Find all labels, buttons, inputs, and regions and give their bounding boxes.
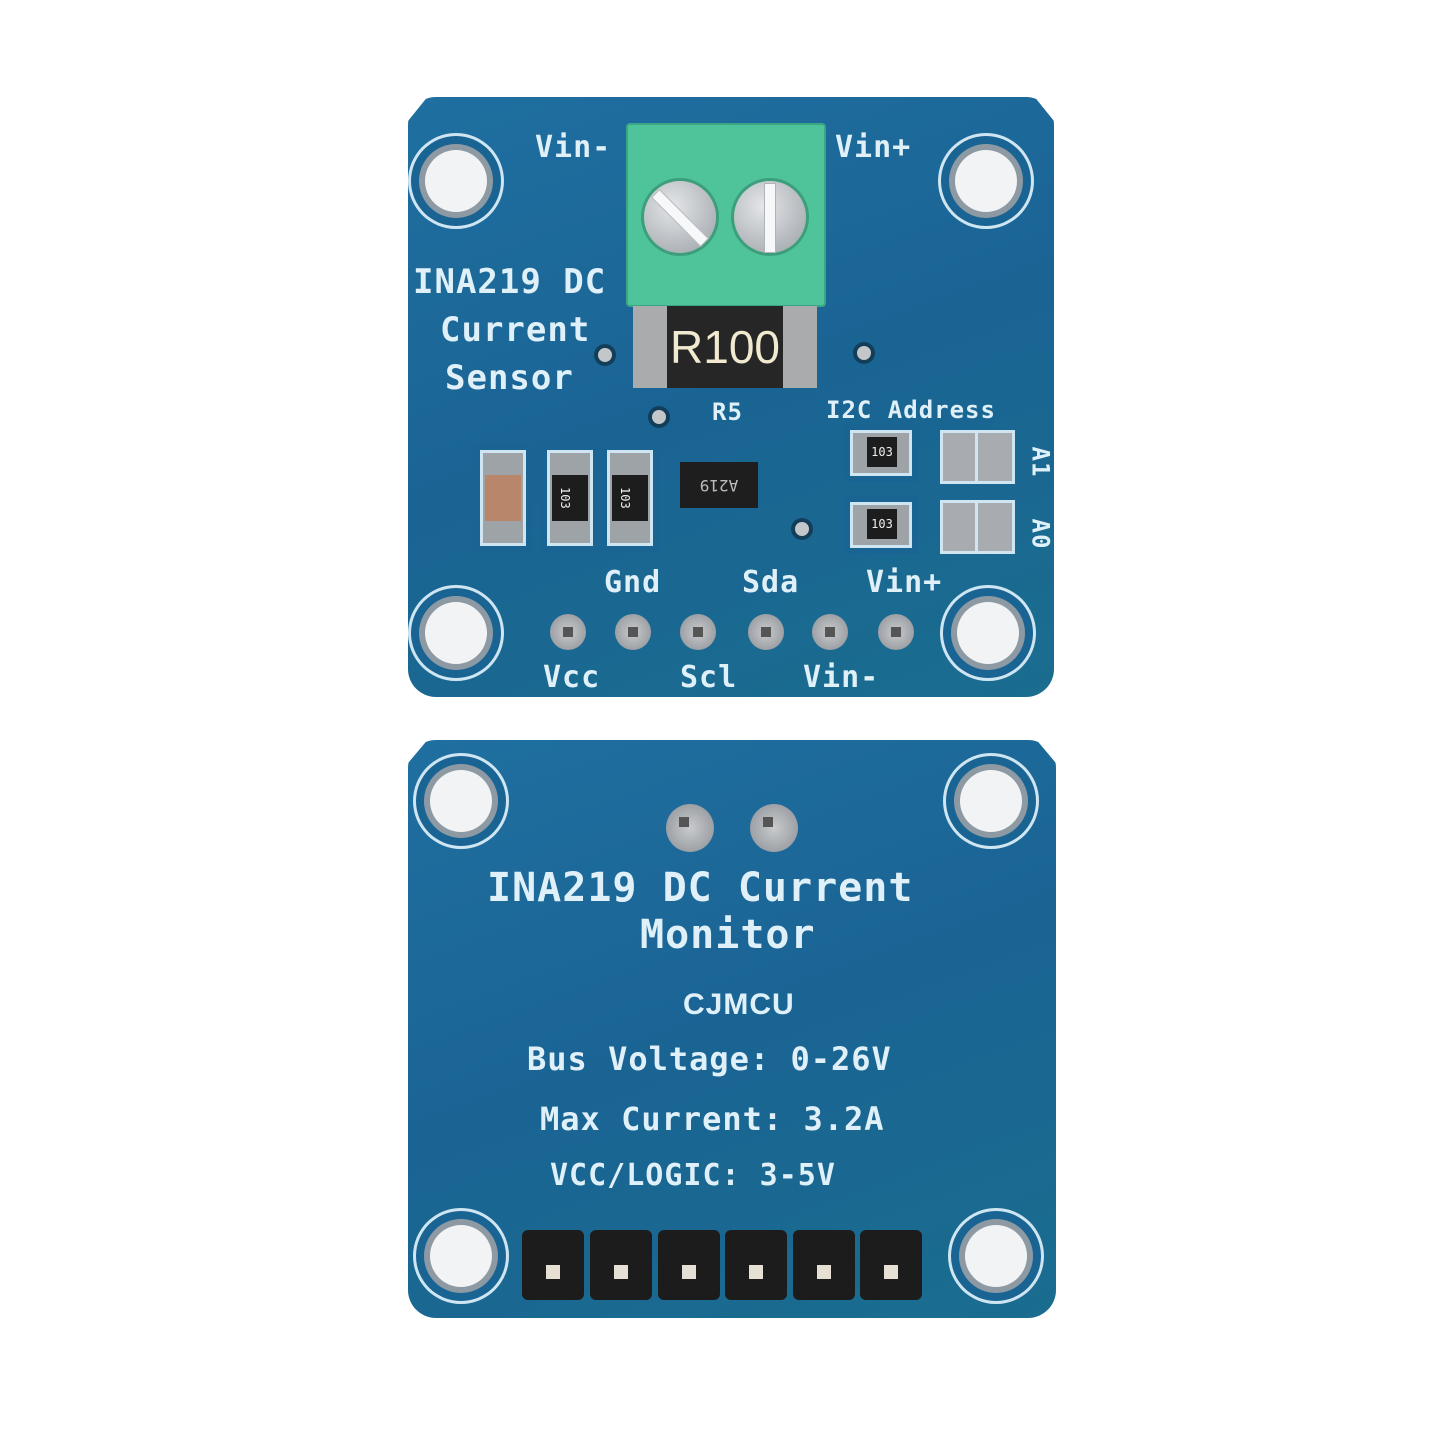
- jumper-pad: [940, 430, 980, 484]
- mounting-hole: [425, 150, 487, 212]
- via: [857, 346, 871, 360]
- solder-pad-sda: [748, 614, 784, 650]
- jumper-pad: [975, 500, 1015, 554]
- mounting-hole: [430, 770, 492, 832]
- solder-pad-scl: [680, 614, 716, 650]
- mounting-hole: [960, 770, 1022, 832]
- terminal-solder-joint: [750, 804, 798, 852]
- pin-label-vcc: Vcc: [543, 660, 601, 695]
- jumper-pad: [975, 430, 1015, 484]
- screw-terminal: [626, 123, 826, 307]
- header-pin: [590, 1230, 652, 1300]
- label-vin-plus: Vin+: [835, 130, 912, 165]
- terminal-solder-joint: [666, 804, 714, 852]
- resistor: 103: [541, 444, 599, 552]
- header-pin: [793, 1230, 855, 1300]
- header-pin: [860, 1230, 922, 1300]
- front-title-line1: INA219 DC: [413, 262, 607, 302]
- solder-pad-vcc: [550, 614, 586, 650]
- solder-pad-vin-minus: [812, 614, 848, 650]
- mounting-hole: [430, 1225, 492, 1287]
- spec-bus-voltage: Bus Voltage: 0-26V: [527, 1040, 892, 1078]
- back-title-line2: Monitor: [640, 912, 816, 958]
- pin-label-scl: Scl: [680, 660, 738, 695]
- label-a1: A1: [1026, 446, 1055, 478]
- solder-pad-vin-plus: [878, 614, 914, 650]
- capacitor: [474, 444, 532, 552]
- mounting-hole: [955, 150, 1017, 212]
- solder-pad-gnd: [615, 614, 651, 650]
- spec-max-current: Max Current: 3.2A: [540, 1100, 885, 1138]
- resistor-a1: 103: [844, 424, 918, 482]
- pin-label-vin-plus: Vin+: [866, 565, 943, 600]
- label-r5: R5: [712, 398, 743, 426]
- spec-vcc-logic: VCC/LOGIC: 3-5V: [550, 1158, 836, 1193]
- ina219-chip: A219: [680, 462, 758, 508]
- brand-cjmcu: CJMCU: [683, 988, 795, 1021]
- label-vin-minus: Vin-: [535, 130, 612, 165]
- mounting-hole: [965, 1225, 1027, 1287]
- label-i2c-address: I2C Address: [826, 396, 996, 424]
- jumper-pad: [940, 500, 980, 554]
- pcb-back: [408, 740, 1056, 1318]
- pin-label-gnd: Gnd: [604, 565, 662, 600]
- pin-label-vin-minus: Vin-: [803, 660, 880, 695]
- mounting-hole: [425, 602, 487, 664]
- screw-icon: [644, 181, 716, 253]
- resistor: 103: [601, 444, 659, 552]
- header-pin: [725, 1230, 787, 1300]
- back-title-line1: INA219 DC Current: [487, 865, 914, 911]
- via: [598, 348, 612, 362]
- front-title-line3: Sensor: [445, 358, 574, 398]
- header-pin: [522, 1230, 584, 1300]
- front-title-line2: Current: [440, 310, 591, 350]
- resistor-a0: 103: [844, 496, 918, 554]
- via: [652, 410, 666, 424]
- via: [795, 522, 809, 536]
- label-a0: A0: [1026, 518, 1055, 550]
- screw-icon: [734, 181, 806, 253]
- pin-label-sda: Sda: [742, 565, 800, 600]
- header-pin: [658, 1230, 720, 1300]
- mounting-hole: [957, 602, 1019, 664]
- shunt-resistor: R100: [633, 306, 817, 388]
